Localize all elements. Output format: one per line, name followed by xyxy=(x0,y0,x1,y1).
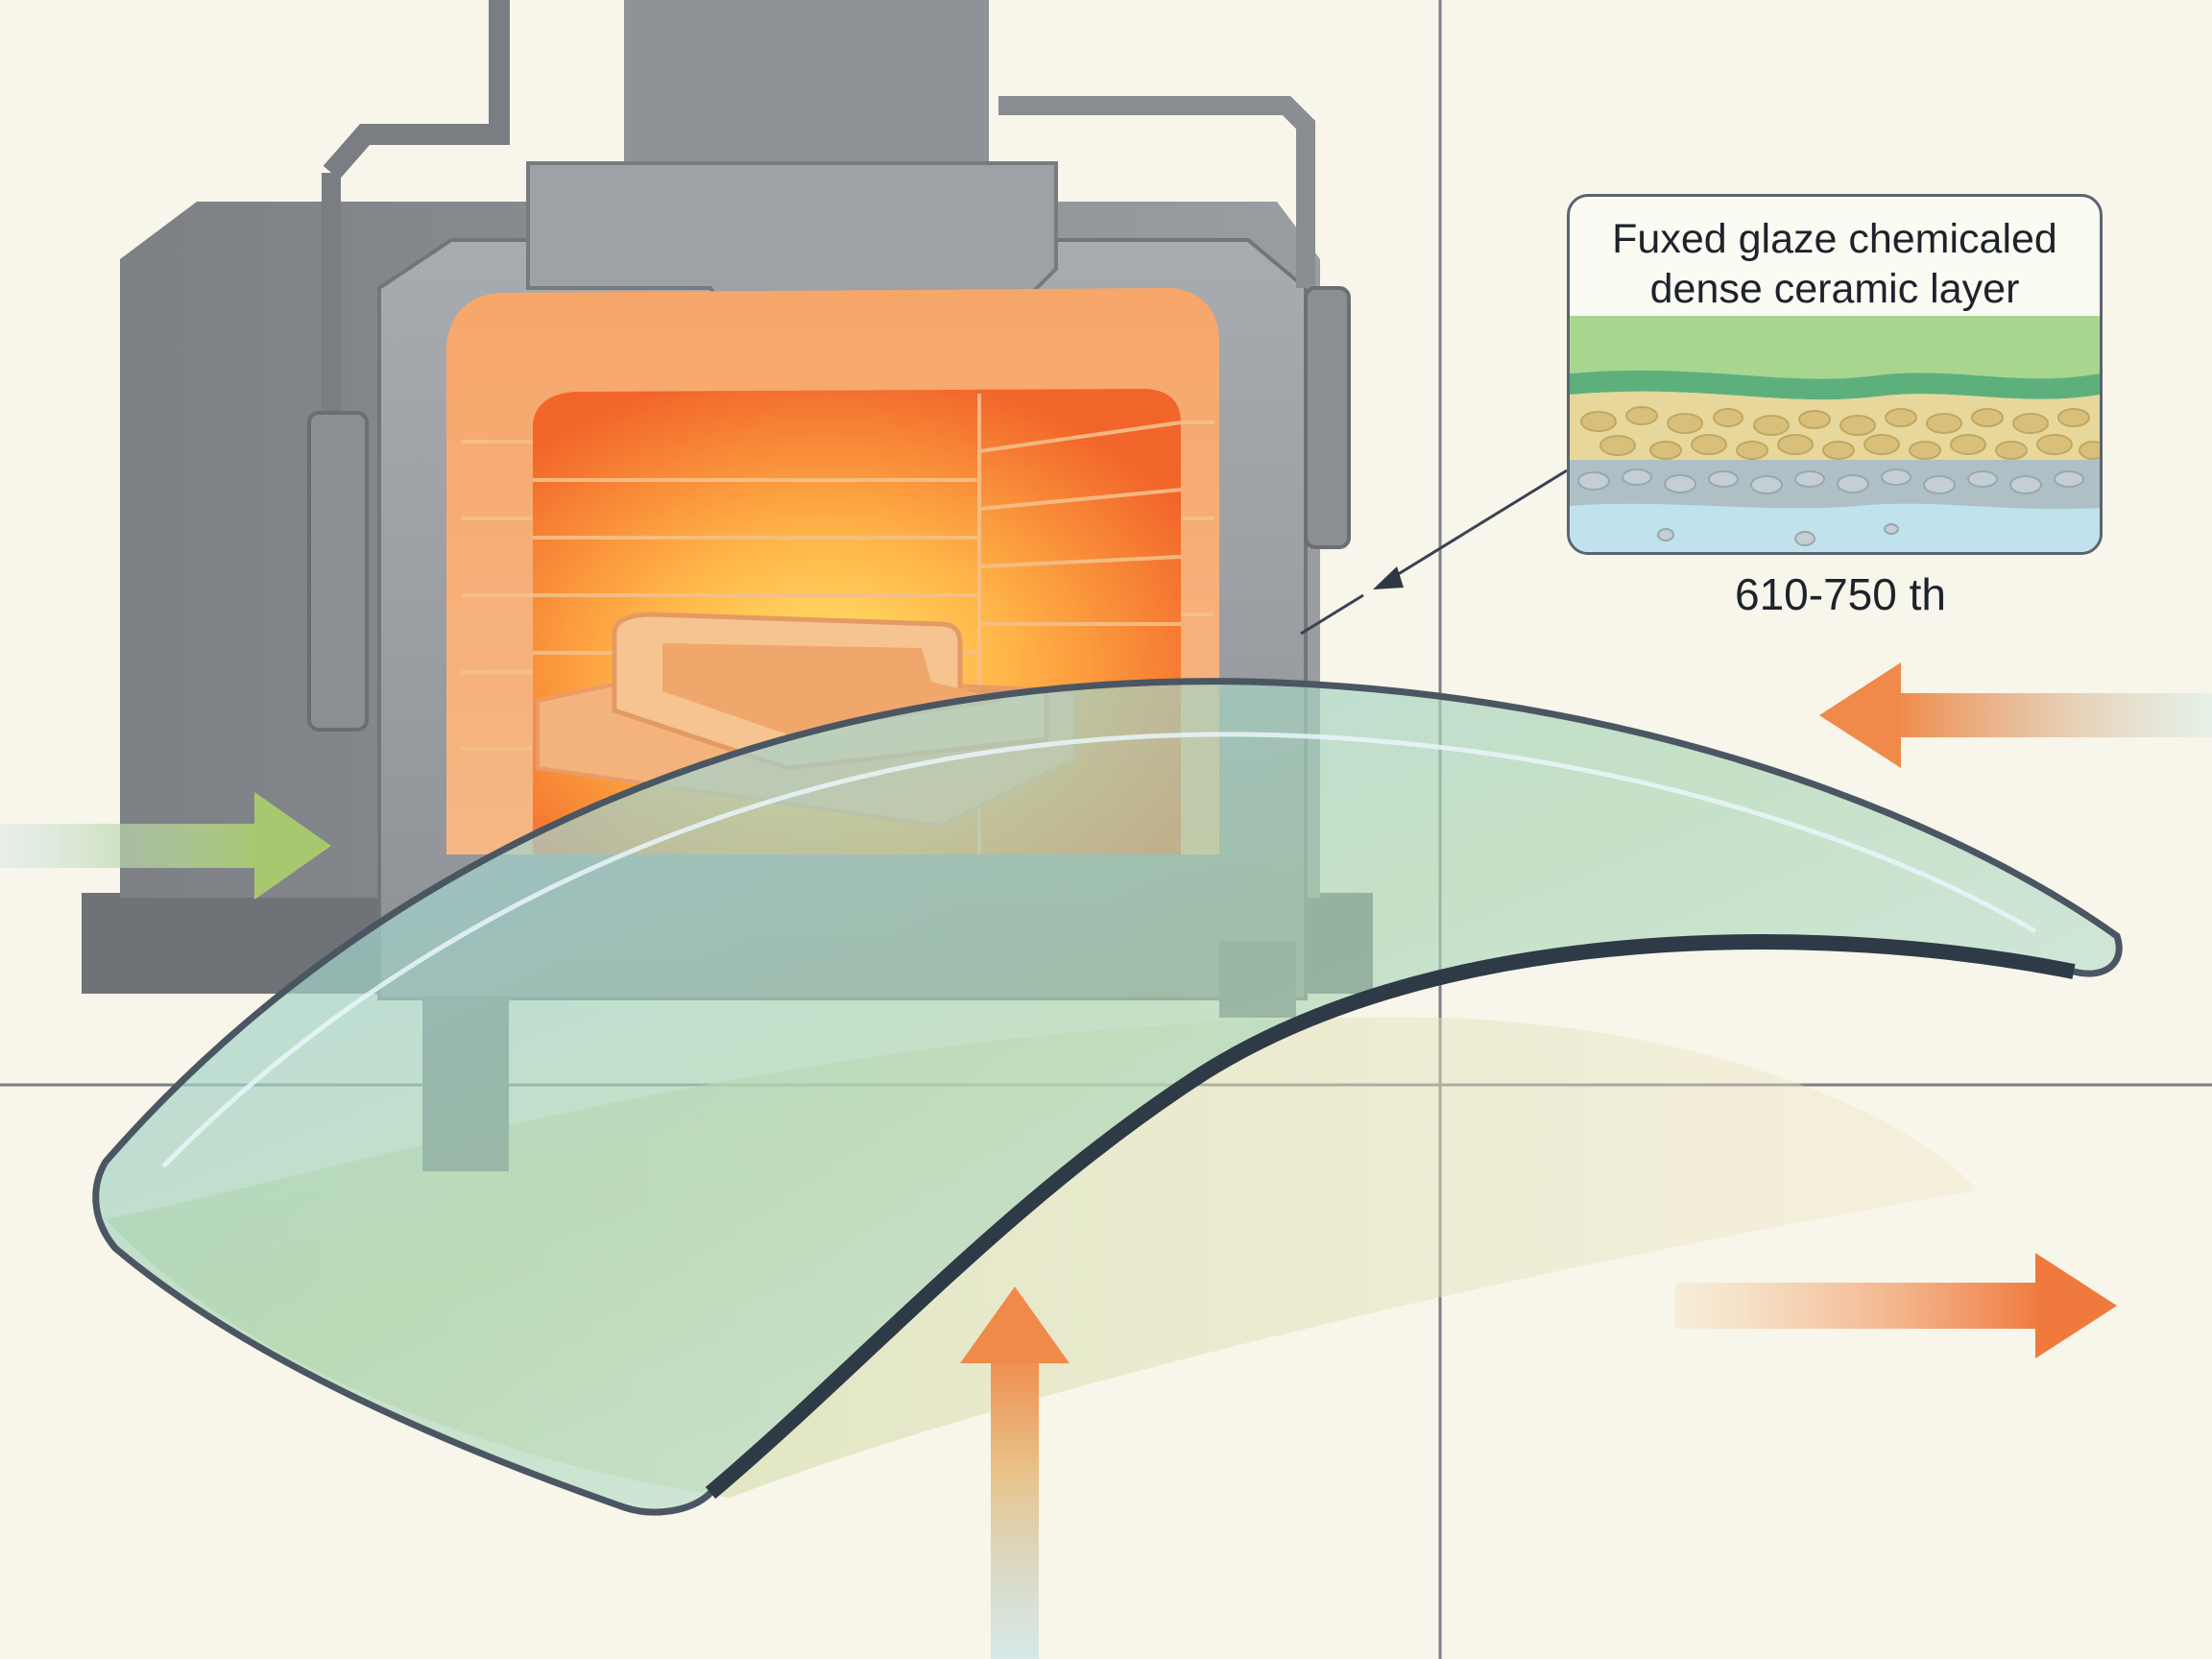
furnace-side-handle xyxy=(1304,286,1351,549)
layer-cross-section xyxy=(1570,316,2100,552)
furnace-chimney xyxy=(624,0,989,182)
callout-pointer xyxy=(1300,469,1568,636)
stone-pebbles xyxy=(1577,469,2084,546)
glaze-dark-band xyxy=(1570,370,2100,400)
glass-panel-edge xyxy=(705,934,2076,1500)
furnace-brick-lines xyxy=(461,394,1214,854)
callout-title: Fuxed glaze chemicaled dense ceramic lay… xyxy=(1570,214,2100,314)
temperature-range-label: 610-750 th xyxy=(1735,569,1946,619)
callout-title-line-1: Fuxed glaze chemicaled xyxy=(1612,216,2057,262)
ceramic-granules xyxy=(1580,406,2100,460)
glaze-top-layer xyxy=(1570,316,2100,379)
curved-glass-panel xyxy=(92,678,2123,1516)
furnace-pipe-right xyxy=(998,96,1315,288)
glaze-layer-callout: Fuxed glaze chemicaled dense ceramic lay… xyxy=(1567,194,2103,555)
arrow-up-inflow xyxy=(960,1286,1070,1659)
furnace-pipe-left xyxy=(323,0,510,180)
callout-title-line-2: dense ceramic layer xyxy=(1649,266,2020,312)
arrow-right-inflow xyxy=(1819,662,2212,768)
arrow-left-inflow xyxy=(0,792,331,900)
mixed-stone-band xyxy=(1570,460,2100,510)
glass-panel-highlight xyxy=(161,732,2037,1168)
furnace-valve xyxy=(307,411,369,732)
arrow-right-outflow xyxy=(1675,1253,2117,1358)
